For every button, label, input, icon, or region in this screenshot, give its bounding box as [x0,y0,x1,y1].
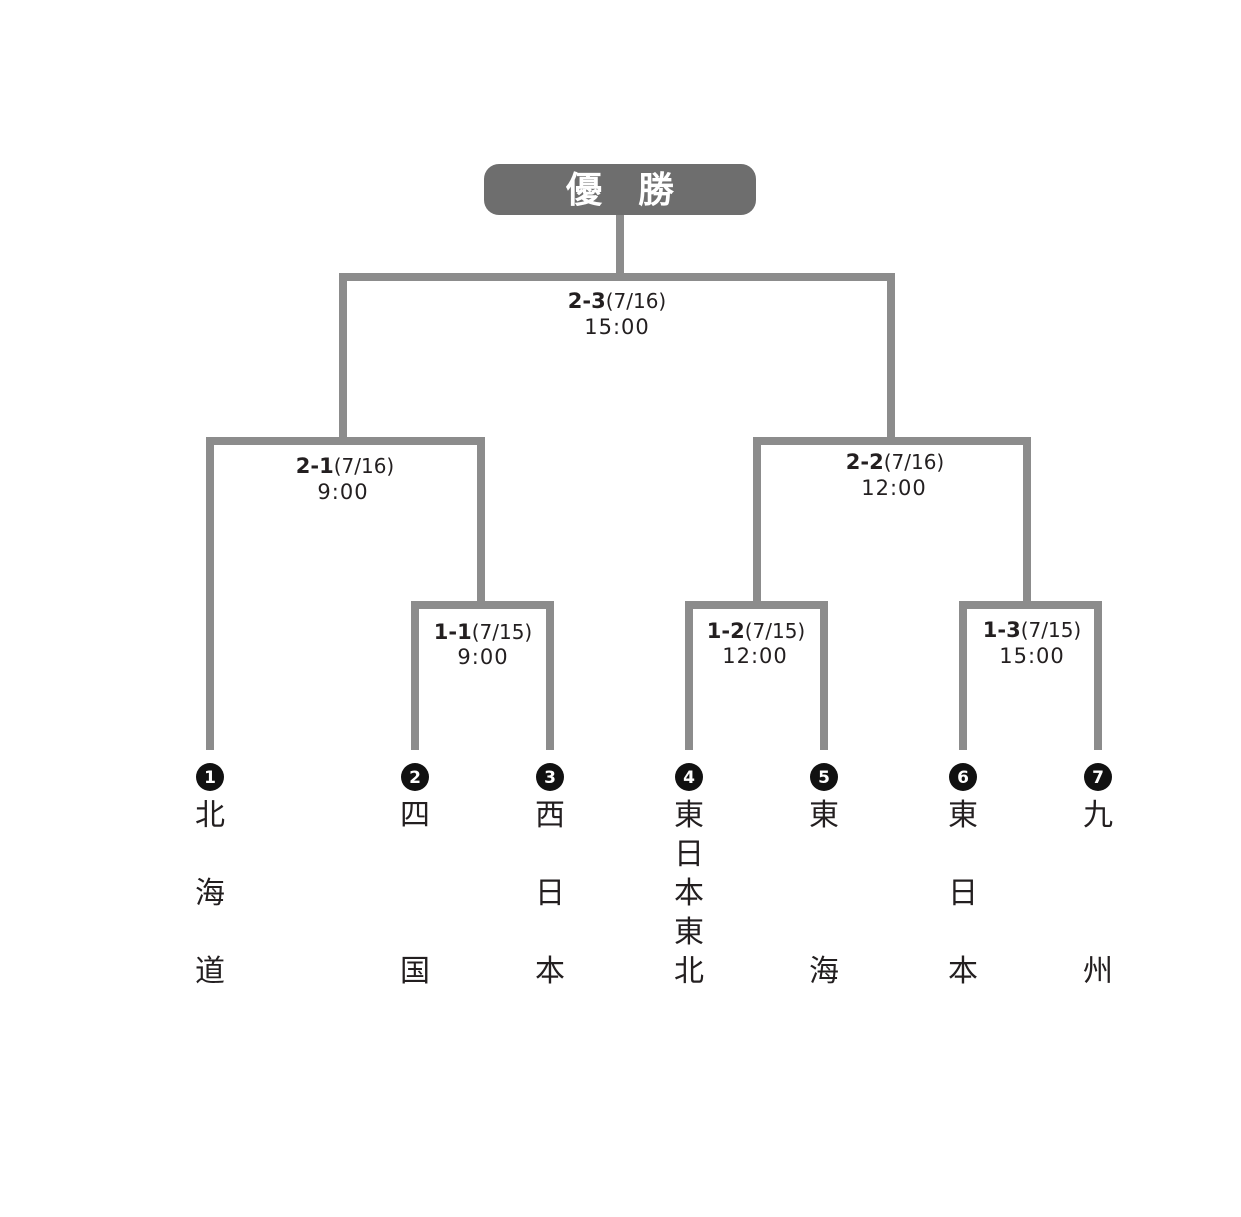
semifinal-left-bracket-line [206,437,485,750]
svg-text:1-1(7/15): 1-1(7/15) [434,620,532,644]
match-date: (7/16) [606,289,667,313]
team-name: 東日本東北 [674,798,704,989]
team-name-char: 日 [948,876,978,911]
team-name-char: 国 [400,954,430,989]
team-3: 3 西日本 [535,763,565,989]
match-date: (7/16) [334,454,395,478]
match-time: 9:00 [317,480,368,504]
match-date: (7/15) [472,620,533,644]
final-bracket-line [339,273,895,441]
seed-badge [675,763,703,791]
svg-text:2-2(7/16): 2-2(7/16) [846,450,944,474]
match-id: 1-3 [983,618,1021,642]
match-labels: 2-3(7/16) 15:00 2-1(7/16) 9:00 2-2(7/16)… [296,289,1081,669]
match-time: 12:00 [722,644,788,668]
team-name-char: 海 [809,954,839,989]
seed-number: 5 [818,768,830,788]
svg-text:2-3(7/16): 2-3(7/16) [568,289,666,313]
seed-number: 3 [544,768,556,788]
team-name-char: 東 [948,798,978,833]
team-name-char: 北 [674,954,704,989]
seed-badge [536,763,564,791]
semifinal-right-bracket-line [753,437,1031,605]
team-name-char: 道 [195,954,225,989]
team-6: 6 東日本 [948,763,978,989]
svg-text:2-1(7/16): 2-1(7/16) [296,454,394,478]
match-label-1-3: 1-3(7/15) 15:00 [983,618,1081,668]
round1-match2-bracket-line [685,601,828,750]
match-time: 12:00 [861,476,927,500]
team-name-char: 日 [674,837,704,872]
team-name-char: 四 [400,798,430,833]
match-id: 1-2 [707,619,745,643]
match-time: 15:00 [999,644,1065,668]
match-id: 2-2 [846,450,884,474]
match-date: (7/16) [884,450,945,474]
seed-badge [949,763,977,791]
bracket-lines [206,214,1102,750]
team-name: 北海道 [195,798,225,989]
champion-label: 優 勝 [565,170,675,211]
match-id: 2-1 [296,454,334,478]
team-7: 7九州 [1083,763,1113,989]
seed-badge [810,763,838,791]
team-1: 1 北海道 [195,763,225,989]
team-name-char: 州 [1083,954,1113,989]
seed-badge [196,763,224,791]
team-name: 西日本 [535,798,565,989]
match-label-2-3: 2-3(7/16) 15:00 [568,289,666,339]
team-name-char: 東 [674,798,704,833]
team-name-char: 本 [535,954,565,989]
match-id: 1-1 [434,620,472,644]
seed-number: 7 [1092,768,1104,788]
match-date: (7/15) [745,619,806,643]
match-id: 2-3 [568,289,606,313]
match-time: 9:00 [457,645,508,669]
match-label-1-1: 1-1(7/15) 9:00 [434,620,532,669]
seed-number: 6 [957,768,969,788]
team-name: 東日本 [948,798,978,989]
team-name: 東海 [809,798,839,989]
team-name: 四国 [400,798,430,989]
team-name-char: 北 [195,798,225,833]
team-2: 2四国 [400,763,430,989]
round1-match3-bracket-line [959,601,1102,750]
svg-text:1-2(7/15): 1-2(7/15) [707,619,805,643]
team-name-char: 西 [535,798,565,833]
svg-text:1-3(7/15): 1-3(7/15) [983,618,1081,642]
team-5: 5東海 [809,763,839,989]
team-name-char: 東 [809,798,839,833]
seed-badge [1084,763,1112,791]
team-name-char: 日 [535,876,565,911]
match-label-1-2: 1-2(7/15) 12:00 [707,619,805,668]
match-date: (7/15) [1021,618,1082,642]
seed-badge [401,763,429,791]
team-name-char: 本 [948,954,978,989]
seed-number: 1 [204,768,216,788]
team-name-char: 本 [674,876,704,911]
team-name: 九州 [1083,798,1113,989]
seed-number: 4 [683,768,695,788]
team-name-char: 東 [674,915,704,950]
match-time: 15:00 [584,315,650,339]
team-name-char: 海 [195,876,225,911]
match-label-2-2: 2-2(7/16) 12:00 [846,450,944,500]
match-label-2-1: 2-1(7/16) 9:00 [296,454,394,504]
seed-number: 2 [409,768,421,788]
team-name-char: 九 [1083,798,1113,833]
champion-box: 優 勝 [484,164,756,215]
round1-match1-bracket-line [411,601,554,750]
